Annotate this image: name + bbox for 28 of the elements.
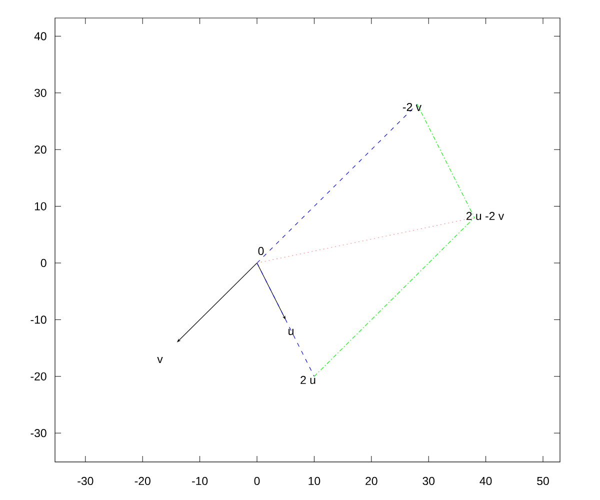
tick-label: -20 (134, 476, 150, 486)
tick-label: 0 (40, 258, 46, 268)
line-segment (256, 217, 475, 264)
tick-label: -20 (30, 372, 46, 380)
tick-label: -30 (78, 476, 94, 486)
tick-label: 50 (537, 476, 549, 486)
tick-label: 30 (34, 88, 46, 97)
point-label: 2 u -2 v (466, 212, 504, 220)
tick-label: 40 (480, 476, 492, 486)
line-segment (256, 104, 418, 264)
tick-label: -10 (192, 476, 208, 486)
tick-label: 20 (366, 476, 378, 486)
tick-label: 30 (422, 476, 435, 486)
point-label: 0 (258, 246, 264, 256)
tick-label: -10 (30, 316, 46, 324)
point-label: u (288, 328, 294, 336)
tick-label: 0 (254, 476, 260, 486)
point-label: v (157, 356, 163, 363)
tick-label: 40 (34, 32, 46, 40)
point-label: -2 v (402, 103, 422, 111)
line-segment (416, 104, 475, 218)
line-segment (256, 262, 314, 377)
tick-label: 10 (308, 476, 320, 486)
line-segment (314, 217, 475, 377)
tick-label: -30 (30, 429, 46, 438)
point-label: 2 u (300, 376, 316, 384)
tick-label: 10 (34, 202, 46, 210)
tick-label: 20 (34, 146, 46, 154)
